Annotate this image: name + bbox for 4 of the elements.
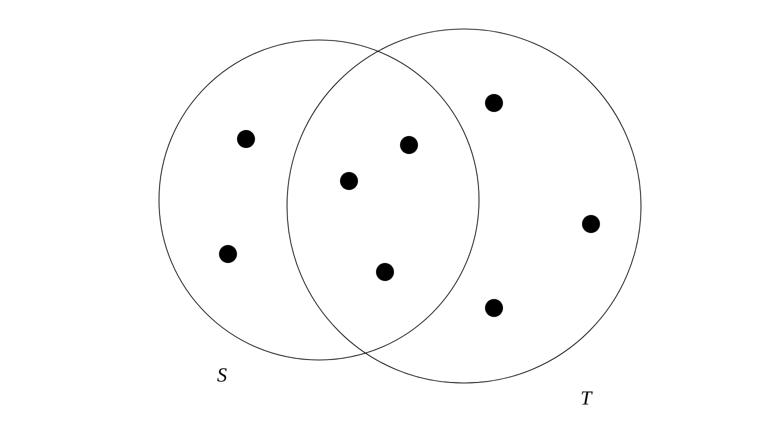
set-circle [286,28,642,384]
set-label: T [582,391,593,405]
set-label: S [217,368,227,382]
set-circle [158,40,480,360]
